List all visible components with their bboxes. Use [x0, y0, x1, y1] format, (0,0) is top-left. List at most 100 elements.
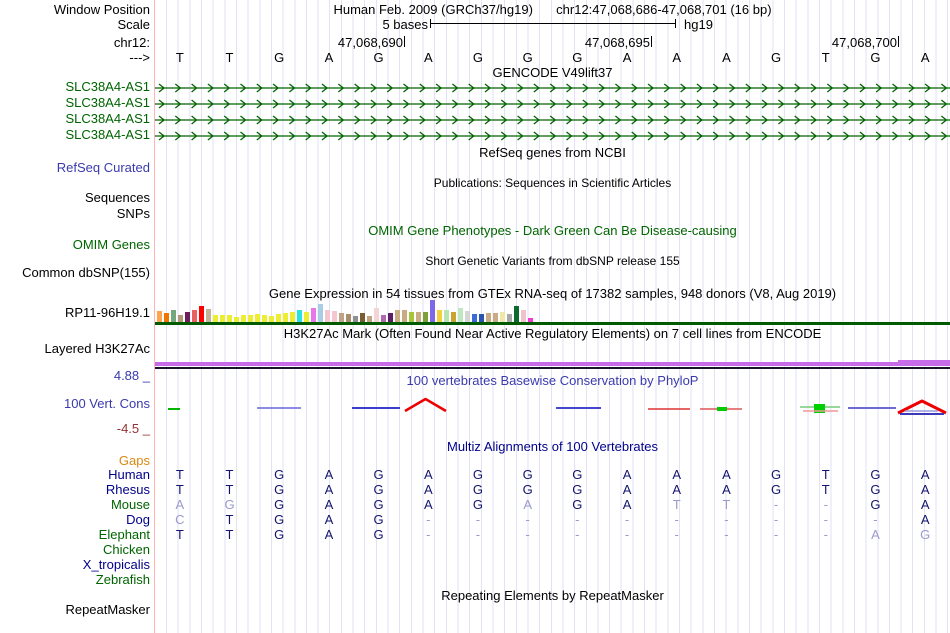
gtex-bar[interactable]: [493, 313, 498, 322]
gene-label[interactable]: SLC38A4-AS1: [65, 111, 150, 126]
gtex-bar[interactable]: [381, 315, 386, 322]
transcript-arrows-graphic: [155, 131, 950, 141]
repeatmasker-title: Repeating Elements by RepeatMasker: [441, 588, 664, 603]
alignment-base-cell: A: [622, 467, 632, 482]
species-label[interactable]: Elephant: [98, 527, 150, 542]
track-label-refseq-curated[interactable]: RefSeq Curated: [56, 160, 150, 175]
gtex-bar[interactable]: [374, 308, 379, 322]
gtex-bar[interactable]: [227, 315, 232, 322]
gtex-bar[interactable]: [178, 315, 183, 322]
track-label-common-dbsnp[interactable]: Common dbSNP(155): [22, 265, 150, 280]
gtex-bar[interactable]: [388, 313, 393, 322]
gtex-bar[interactable]: [248, 315, 253, 322]
h3k27ac-signal-bar[interactable]: [155, 362, 950, 366]
track-label-gaps[interactable]: Gaps: [118, 453, 150, 468]
species-label[interactable]: Mouse: [110, 497, 150, 512]
track-label-100-vert-cons[interactable]: 100 Vert. Cons: [64, 396, 150, 411]
gtex-bar[interactable]: [360, 313, 365, 322]
gtex-bar[interactable]: [451, 312, 456, 322]
gtex-bar[interactable]: [185, 312, 190, 322]
alignment-base-cell: A: [622, 482, 632, 497]
gtex-bar[interactable]: [297, 310, 302, 322]
alignment-base-cell: A: [423, 497, 433, 512]
gtex-bar[interactable]: [444, 310, 449, 322]
gene-label[interactable]: SLC38A4-AS1: [65, 127, 150, 142]
track-label-snps[interactable]: SNPs: [116, 206, 150, 221]
species-label[interactable]: Dog: [126, 512, 150, 527]
gtex-bar[interactable]: [318, 304, 323, 322]
species-label[interactable]: Rhesus: [105, 482, 150, 497]
gtex-bar[interactable]: [199, 306, 204, 322]
gene-transcript-row[interactable]: [155, 81, 950, 93]
grid-lines: [166, 0, 950, 633]
track-label-sequences[interactable]: Sequences: [84, 190, 150, 205]
gtex-bar[interactable]: [367, 316, 372, 322]
base-cell: A: [672, 50, 682, 65]
gtex-bar[interactable]: [206, 309, 211, 322]
gtex-bar[interactable]: [234, 317, 239, 322]
gtex-bar[interactable]: [171, 310, 176, 322]
gtex-bar[interactable]: [311, 308, 316, 322]
track-label-repeatmasker[interactable]: RepeatMasker: [65, 602, 150, 617]
gtex-bar[interactable]: [325, 310, 330, 322]
gtex-bar[interactable]: [192, 310, 197, 322]
alignment-base-cell: T: [821, 482, 830, 497]
gene-transcript-row[interactable]: [155, 129, 950, 141]
gtex-bar[interactable]: [276, 314, 281, 322]
species-label[interactable]: Chicken: [103, 542, 150, 557]
alignment-base-cell: -: [575, 527, 580, 542]
gtex-bar[interactable]: [262, 315, 267, 322]
gtex-bar[interactable]: [479, 314, 484, 322]
conservation-track[interactable]: [155, 392, 950, 432]
gene-transcript-row[interactable]: [155, 113, 950, 125]
gene-label[interactable]: SLC38A4-AS1: [65, 79, 150, 94]
species-label[interactable]: Human: [108, 467, 150, 482]
gtex-bar[interactable]: [220, 315, 225, 322]
gtex-bar[interactable]: [458, 308, 463, 322]
gtex-bar[interactable]: [402, 310, 407, 322]
gtex-bar[interactable]: [255, 314, 260, 322]
track-label-gtex-gene[interactable]: RP11-96H19.1: [64, 305, 150, 320]
gtex-bar[interactable]: [346, 314, 351, 322]
species-label[interactable]: Zebrafish: [95, 572, 150, 587]
gtex-bar[interactable]: [241, 315, 246, 322]
gene-label[interactable]: SLC38A4-AS1: [65, 95, 150, 110]
gtex-bar[interactable]: [528, 318, 533, 322]
gtex-bar[interactable]: [157, 311, 162, 322]
gtex-bar[interactable]: [507, 314, 512, 322]
gtex-bar[interactable]: [465, 311, 470, 322]
gtex-bar[interactable]: [430, 300, 435, 322]
gtex-bar[interactable]: [290, 312, 295, 322]
gtex-bar[interactable]: [353, 316, 358, 322]
gtex-bar[interactable]: [409, 312, 414, 322]
species-label[interactable]: X_tropicalis: [82, 557, 150, 572]
gtex-bar[interactable]: [486, 313, 491, 322]
gtex-bar[interactable]: [395, 310, 400, 322]
gtex-bar[interactable]: [269, 316, 274, 322]
gtex-bar[interactable]: [164, 313, 169, 322]
gtex-bar[interactable]: [304, 312, 309, 322]
h3k27ac-signal-peak[interactable]: [898, 360, 950, 366]
alignment-base-cell: G: [572, 497, 583, 512]
gtex-bar[interactable]: [213, 315, 218, 322]
track-label-omim-genes[interactable]: OMIM Genes: [72, 237, 150, 252]
gtex-bar[interactable]: [514, 306, 519, 322]
gene-transcript-row[interactable]: [155, 97, 950, 109]
gtex-bar[interactable]: [472, 314, 477, 322]
gtex-bar[interactable]: [283, 313, 288, 322]
gtex-bar[interactable]: [339, 313, 344, 322]
gtex-bar[interactable]: [500, 312, 505, 322]
gtex-bar[interactable]: [437, 310, 442, 322]
alignment-base-cell: T: [175, 482, 184, 497]
gtex-bar[interactable]: [423, 312, 428, 322]
gtex-bar[interactable]: [332, 311, 337, 322]
gtex-bar[interactable]: [521, 310, 526, 322]
gtex-bar[interactable]: [416, 312, 421, 322]
base-cell: G: [373, 50, 384, 65]
track-label-layered-h3k27ac[interactable]: Layered H3K27Ac: [44, 341, 150, 356]
